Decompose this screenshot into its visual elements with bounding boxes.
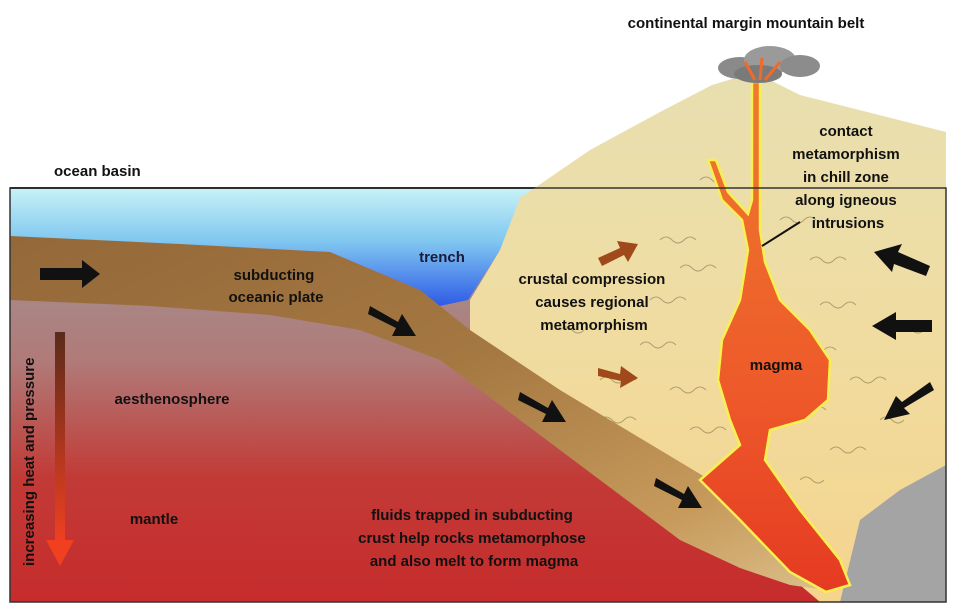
mountain-belt-label: continental margin mountain belt: [628, 15, 865, 32]
magma-chamber: [698, 80, 852, 594]
subducting-plate-label: subducting oceanic plate: [228, 267, 323, 306]
fluids-label: fluids trapped in subducting crust help …: [358, 507, 590, 570]
compression-arrow-2: [872, 312, 932, 340]
regional-arrows: [598, 241, 638, 388]
magma-label: magma: [750, 357, 803, 374]
heat-pressure-label: increasing heat and pressure: [21, 358, 38, 566]
plate-arrow-3: [518, 392, 566, 422]
aesthenosphere-label: aesthenosphere: [114, 391, 229, 408]
plate-arrow-2: [368, 306, 416, 336]
contact-metamorphism-label: contact metamorphism in chill zone along…: [792, 123, 904, 232]
ocean-basin-label: ocean basin: [54, 163, 141, 180]
crustal-compression-label: crustal compression causes regional meta…: [519, 271, 670, 334]
lower-crust-grey: [840, 465, 946, 602]
plate-motion-arrows: [40, 260, 702, 508]
heat-pressure-arrow: [46, 332, 74, 566]
plate-arrow-1: [40, 260, 100, 288]
chill-zone-leader: [761, 221, 801, 247]
trench-label: trench: [419, 249, 465, 266]
continental-crust: [470, 76, 946, 602]
compression-arrows: [872, 244, 934, 420]
mantle-label: mantle: [130, 511, 178, 528]
ocean-water: [10, 188, 560, 308]
plate-arrow-4: [654, 478, 702, 508]
diagram-frame: [9, 187, 947, 603]
regional-arrow-1: [598, 241, 638, 266]
volcano-smoke: [718, 46, 820, 83]
compression-arrow-3: [884, 382, 934, 420]
compression-arrow-1: [874, 244, 930, 276]
regional-arrow-2: [598, 366, 638, 388]
subducting-plate: [10, 236, 838, 590]
